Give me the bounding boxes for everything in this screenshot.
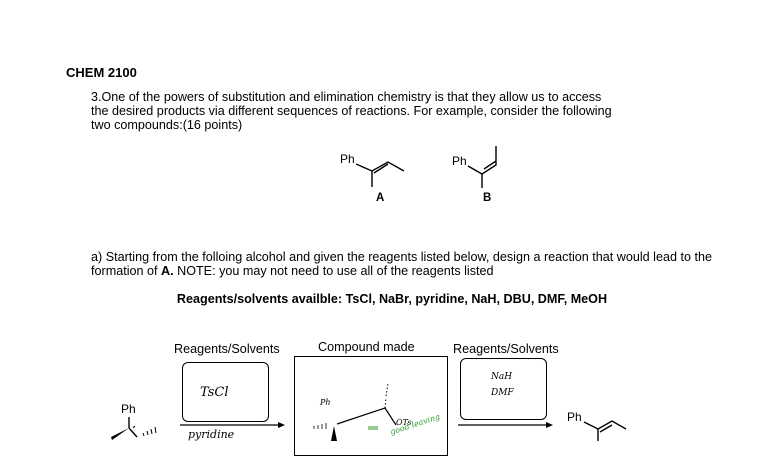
question-text: 3.One of the powers of substitution and … (91, 90, 711, 132)
header-compound-made: Compound made (318, 340, 415, 354)
question-line-2: the desired products via different seque… (91, 104, 612, 118)
part-a-line-2: formation of A. NOTE: you may not need t… (91, 264, 771, 278)
reagent-box-2[interactable] (460, 358, 547, 420)
start-ph-label: Ph (121, 402, 136, 416)
starting-alcohol-structure (111, 417, 157, 440)
box1-below-handwriting: pyridine (188, 428, 235, 441)
middle-ph-handwriting: Ph (320, 398, 331, 407)
header-reagents-right: Reagents/Solvents (453, 342, 559, 356)
product-structure (583, 420, 627, 441)
question-line-1: 3.One of the powers of substitution and … (91, 90, 602, 104)
part-a-line-2-bold: A. (161, 264, 174, 278)
part-a-line-2-suffix: NOTE: you may not need to use all of the… (173, 264, 494, 278)
product-ph-label: Ph (567, 410, 582, 424)
arrow-2 (458, 422, 553, 428)
reagent-box-1[interactable] (182, 362, 269, 422)
compound-b-label: B (483, 192, 492, 204)
question-line-3: two compounds:(16 points) (91, 118, 243, 132)
part-a-text: a) Starting from the folloing alcohol an… (91, 250, 771, 278)
compound-a-ph-label: Ph (340, 152, 355, 166)
compound-a-structure (355, 161, 405, 187)
compound-a-label: A (376, 192, 385, 204)
arrow-1 (180, 422, 285, 428)
part-a-line-2-prefix: formation of (91, 264, 161, 278)
middle-structure-sketch (313, 383, 397, 441)
course-title: CHEM 2100 (66, 65, 137, 80)
box1-handwriting: TsCl (200, 385, 229, 400)
middle-ots-handwriting: OTs (396, 418, 412, 427)
box2-line2-handwriting: DMF (491, 388, 514, 398)
box2-line1-handwriting: NaH (491, 372, 513, 382)
compound-b-ph-label: Ph (452, 154, 467, 168)
part-a-line-1: a) Starting from the folloing alcohol an… (91, 250, 712, 264)
header-reagents-left: Reagents/Solvents (174, 342, 280, 356)
reagents-available: Reagents/solvents availble: TsCl, NaBr, … (176, 292, 608, 306)
compound-b-structure (467, 146, 497, 188)
